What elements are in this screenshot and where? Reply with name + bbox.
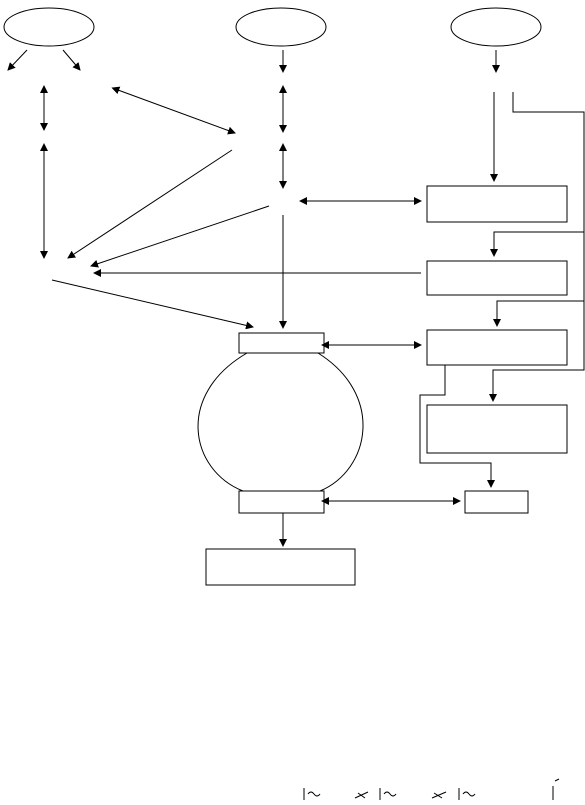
ellipse-left	[3, 7, 95, 47]
box-right-4	[426, 404, 568, 454]
edge-bypass-to-box-4	[489, 301, 585, 402]
footer-mark-1	[303, 788, 321, 800]
top-ellipses	[3, 7, 542, 47]
edge-diag-bidir	[111, 86, 236, 135]
footer-mark-5	[458, 788, 476, 800]
center-column-edges	[279, 50, 422, 547]
left-column-edges	[7, 49, 270, 330]
footer-mark-3	[379, 788, 397, 800]
edge-bypass-outer	[493, 92, 585, 327]
boxes	[205, 185, 568, 586]
loop-right-arc	[317, 352, 364, 492]
edge-left-ellipse-down-right	[62, 49, 81, 71]
edge-left-ellipse-down-left	[7, 49, 28, 71]
footer-mark-2	[354, 791, 369, 799]
box-output	[205, 548, 356, 586]
footer-mark-6	[552, 778, 560, 800]
edge-diag-to-left-1	[67, 149, 233, 259]
box-right-2	[426, 260, 568, 296]
footer-mark-4	[431, 791, 447, 799]
ellipse-center	[235, 7, 327, 47]
edge-bypass-to-box-2	[490, 231, 584, 257]
right-column-edges	[93, 50, 585, 505]
box-right-3	[426, 329, 568, 366]
box-right-1	[426, 185, 568, 223]
box-small	[464, 490, 529, 514]
ellipse-right	[450, 7, 542, 47]
edge-diag-to-left-2	[90, 205, 270, 268]
edge-box3-to-small	[419, 365, 495, 488]
box-top-center	[238, 332, 325, 354]
edge-left-to-center-box	[51, 279, 254, 330]
box-bottom-center	[238, 490, 325, 514]
loop-left-arc	[197, 352, 248, 492]
footer-marks	[303, 778, 560, 800]
